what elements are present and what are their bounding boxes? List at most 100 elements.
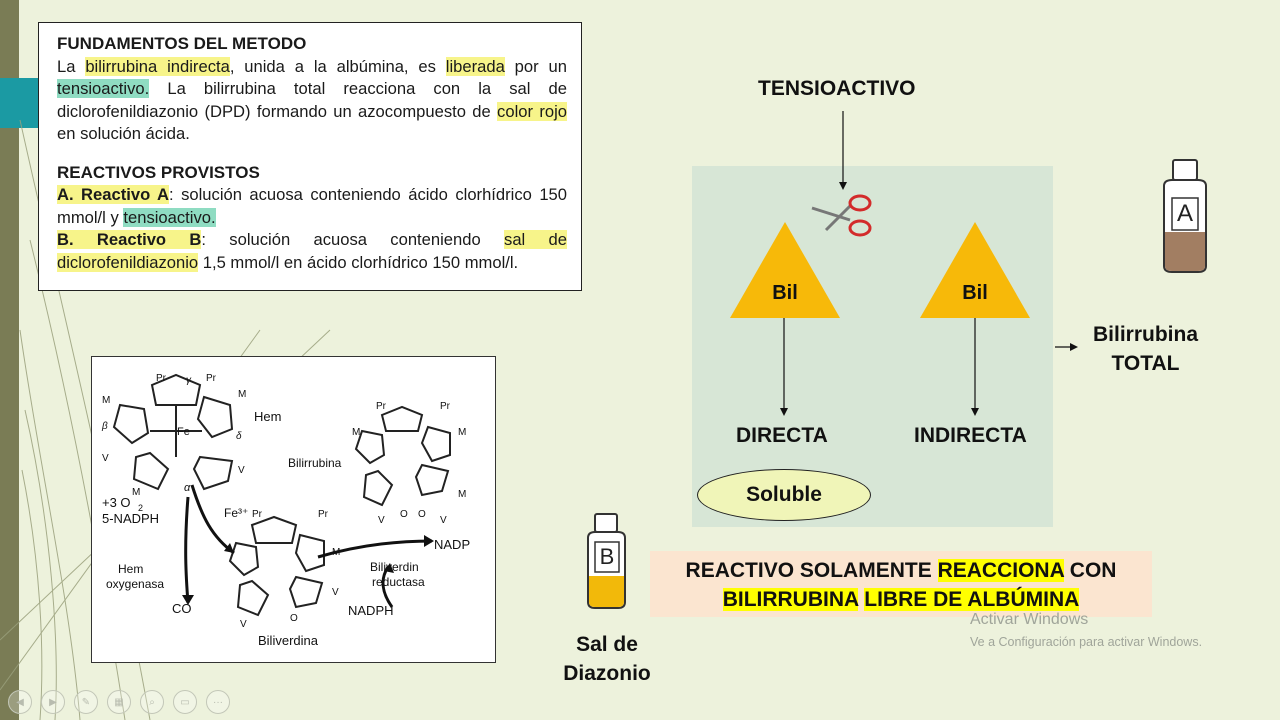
bilirrubina-label: Bilirrubina [288, 456, 342, 470]
heading-reactivos: REACTIVOS PROVISTOS [57, 162, 260, 182]
total-line1: Bilirrubina [1092, 323, 1198, 346]
p1-part: La [57, 56, 86, 76]
previous-slide-button[interactable]: ◀ [8, 690, 32, 714]
p1-part: en solución ácida. [57, 124, 190, 143]
nadph-label-2: NADPH [348, 603, 394, 618]
reactivo-b-text: : solución acuosa conteniendo [201, 230, 505, 249]
reactivo-b-text-end: 1,5 mmol/l en ácido clorhídrico 150 mmol… [198, 252, 519, 272]
v-label: V [238, 465, 245, 476]
tensioactivo-label: TENSIOACTIVO [758, 77, 916, 100]
reactivo-b-label: B. Reactivo B [57, 230, 202, 249]
o2-label: +3 O [102, 495, 131, 510]
fundamentos-paragraph: La bilirrubina indirecta, unida a la alb… [57, 56, 567, 146]
fe3-label: Fe³⁺ [224, 506, 248, 520]
highlight-bilirrubina-indirecta: bilirrubina indirecta [85, 56, 230, 76]
banner-highlight-reacciona: REACCIONA [937, 559, 1064, 582]
arrowhead [971, 408, 979, 416]
banner-highlight-bilirrubina: BILIRRUBINA [722, 588, 859, 611]
banner-text: REACTIVO SOLAMENTE [685, 559, 938, 582]
watermark-subtitle: Ve a Configuración para activar Windows. [970, 635, 1203, 649]
m-label: M [238, 389, 246, 400]
p1-part: por un [504, 56, 567, 76]
reactivo-a-label: A. Reactivo A [57, 185, 170, 204]
hem-oxygenasa-label: Hem [118, 562, 143, 576]
reactivo-banner: REACTIVO SOLAMENTE REACCIONA CON BILIRRU… [650, 551, 1152, 617]
bottle-b-icon [587, 513, 626, 609]
v-label: V [240, 619, 247, 630]
total-line2: TOTAL [1111, 352, 1180, 375]
reactivo-a-paragraph: A. Reactivo A: solución acuosa contenien… [57, 184, 567, 229]
p1-part: , unida a la albúmina, es [229, 56, 446, 76]
beta-label: β [101, 421, 108, 432]
biliverdina-label: Biliverdina [258, 633, 319, 648]
reactivo-a-text: : solución acuosa conteniendo ácido clor… [57, 185, 568, 227]
bottle-a-label: A [1176, 200, 1193, 227]
pen-icon[interactable]: ✎ [74, 690, 98, 714]
m-label: M [132, 487, 140, 498]
highlight-tensioactivo-a: tensioactivo. [123, 207, 216, 227]
biliverdin-reductasa-label: Biliverdin [370, 560, 419, 574]
next-slide-button[interactable]: ▶ [41, 690, 65, 714]
bil-label-left: Bil [772, 282, 798, 304]
heme-pathway-diagram: Fe Hem Pr Pr γ δ M β V M α M V Bilirrubi… [101, 373, 470, 648]
left-bar [0, 0, 19, 720]
v-label: V [440, 515, 447, 526]
pr-label: Pr [376, 401, 387, 412]
m-label: M [458, 427, 466, 438]
biliverdin-reductasa-label-2: reductasa [372, 575, 425, 589]
hem-structure [112, 373, 234, 491]
delta-label: δ [236, 431, 242, 442]
o-label: O [290, 613, 298, 624]
bilirrubina-total-label: Bilirrubina TOTAL [1078, 320, 1213, 378]
arrowhead [780, 408, 788, 416]
hem-label: Hem [254, 409, 281, 424]
bil-triangle-right [920, 222, 1030, 318]
v-label: V [102, 453, 109, 464]
arrowhead [1070, 343, 1078, 351]
banner-text: CON [1063, 559, 1117, 582]
pr-label: Pr [252, 509, 263, 520]
m-label: M [458, 489, 466, 500]
teal-tab [0, 78, 42, 128]
hem-oxygenasa-label-2: oxygenasa [106, 577, 164, 591]
biliverdina-structure [228, 515, 325, 617]
m-label: M [352, 427, 360, 438]
arrowhead [839, 182, 847, 190]
pr-label: Pr [318, 509, 329, 520]
sal-line1: Sal de [576, 633, 638, 656]
banner-highlight-libre: LIBRE DE ALBÚMINA [864, 588, 1080, 611]
reactivo-b-paragraph: B. Reactivo B: solución acuosa contenien… [57, 229, 568, 274]
highlight-liberada: liberada [445, 56, 505, 76]
highlight-tensioactivo: tensioactivo. [57, 79, 150, 98]
highlight-color-rojo: color rojo [497, 101, 567, 121]
zoom-icon[interactable]: ⌕ [140, 690, 164, 714]
banner-line2: BILIRRUBINA LIBRE DE ALBÚMINA [650, 585, 1152, 614]
heading-fundamentos: FUNDAMENTOS DEL METODO [57, 34, 307, 53]
bil-label-right: Bil [962, 282, 988, 304]
v-label: V [332, 587, 339, 598]
m-label: M [102, 395, 110, 406]
nadp-label: NADP [434, 537, 470, 552]
more-options-icon[interactable]: ··· [206, 690, 230, 714]
heme-degradation-figure: Fe Hem Pr Pr γ δ M β V M α M V Bilirrubi… [91, 356, 496, 663]
banner-line1: REACTIVO SOLAMENTE REACCIONA CON [650, 556, 1152, 585]
pr-label: Pr [156, 373, 167, 384]
pr-label: Pr [440, 401, 451, 412]
o-label: O [400, 509, 408, 520]
nadph-label: 5-NADPH [102, 511, 159, 526]
v-label: V [378, 515, 385, 526]
pathway-arrowheads [182, 535, 434, 605]
bottle-b-label: B [599, 544, 615, 569]
method-text-box: FUNDAMENTOS DEL METODO La bilirrubina in… [38, 22, 582, 291]
o-label: O [418, 509, 426, 520]
p1-part: La bilirrubina total reacciona con la sa… [57, 79, 567, 121]
slides-icon[interactable]: ▦ [107, 690, 131, 714]
gamma-label: γ [186, 375, 192, 386]
alpha-label: α [184, 482, 191, 494]
fe-label: Fe [177, 426, 190, 438]
bottle-a-icon [1163, 159, 1207, 273]
soluble-label: Soluble [746, 483, 822, 506]
subtitles-icon[interactable]: ▭ [173, 690, 197, 714]
